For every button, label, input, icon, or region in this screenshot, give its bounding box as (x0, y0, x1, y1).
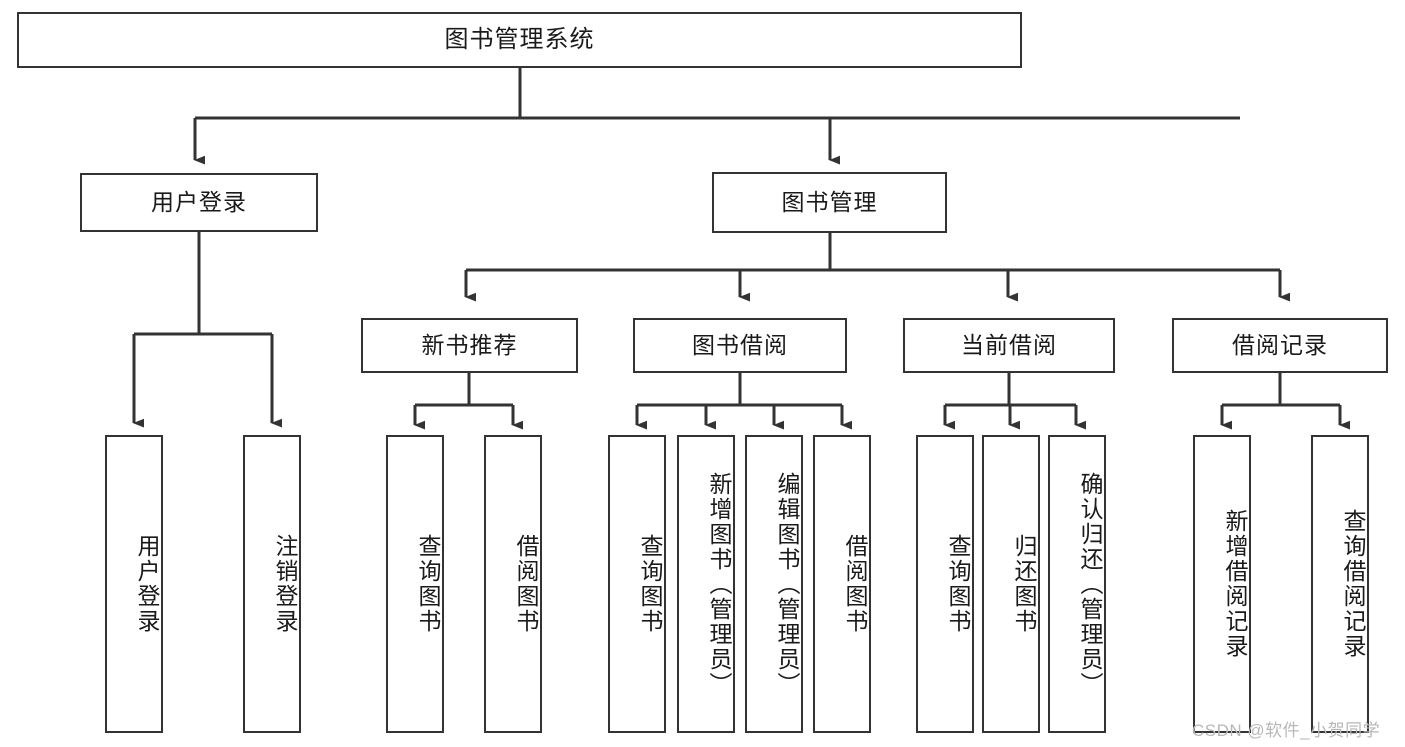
node-current-borrow[interactable]: 当前借阅 (903, 318, 1115, 373)
node-label: 当前借阅 (961, 331, 1057, 358)
node-label: 查询借阅记录 (1340, 509, 1366, 659)
node-borrow-record[interactable]: 借阅记录 (1172, 318, 1388, 373)
node-label: 归还图书 (1011, 534, 1037, 634)
node-label: 查询图书 (945, 534, 971, 634)
node-label: 查询图书 (637, 534, 663, 634)
node-book-borrow[interactable]: 图书借阅 (633, 318, 847, 373)
node-label: 借阅图书 (513, 534, 539, 634)
node-user-login[interactable]: 用户登录 (80, 173, 318, 232)
leaf-add-record[interactable]: 新增借阅记录 (1193, 435, 1251, 733)
node-book-manage[interactable]: 图书管理 (712, 172, 947, 233)
leaf-borrow-book-2[interactable]: 借阅图书 (813, 435, 871, 733)
leaf-edit-book[interactable]: 编辑图书（管理员） (745, 435, 803, 733)
node-new-book-recommend[interactable]: 新书推荐 (361, 318, 578, 373)
leaf-query-book-1[interactable]: 查询图书 (386, 435, 444, 733)
leaf-query-book-2[interactable]: 查询图书 (608, 435, 666, 733)
node-label: 图书借阅 (692, 331, 788, 358)
leaf-query-book-3[interactable]: 查询图书 (916, 435, 974, 733)
leaf-return-book[interactable]: 归还图书 (982, 435, 1040, 733)
node-label: 确认归还（管理员） (1077, 471, 1103, 697)
node-label: 新书推荐 (421, 331, 518, 358)
node-label: 借阅记录 (1232, 331, 1328, 358)
node-root-book-management-system[interactable]: 图书管理系统 (17, 12, 1022, 68)
node-label: 图书管理 (781, 188, 878, 215)
node-label: 查询图书 (415, 534, 441, 634)
leaf-confirm-return[interactable]: 确认归还（管理员） (1048, 435, 1106, 733)
leaf-borrow-book-1[interactable]: 借阅图书 (484, 435, 542, 733)
node-label: 用户登录 (134, 534, 160, 634)
node-label: 新增图书（管理员） (706, 471, 732, 697)
csdn-watermark: CSDN @软件_小贺同学 (1192, 721, 1381, 740)
node-label: 编辑图书（管理员） (774, 471, 800, 697)
node-label: 新增借阅记录 (1222, 509, 1248, 659)
leaf-add-book[interactable]: 新增图书（管理员） (677, 435, 735, 733)
node-label: 注销登录 (272, 534, 298, 634)
node-label: 用户登录 (151, 188, 247, 215)
node-label: 借阅图书 (842, 534, 868, 634)
leaf-query-record[interactable]: 查询借阅记录 (1311, 435, 1369, 733)
leaf-logout[interactable]: 注销登录 (243, 435, 301, 733)
leaf-user-login[interactable]: 用户登录 (105, 435, 163, 733)
node-label: 图书管理系统 (444, 25, 595, 53)
